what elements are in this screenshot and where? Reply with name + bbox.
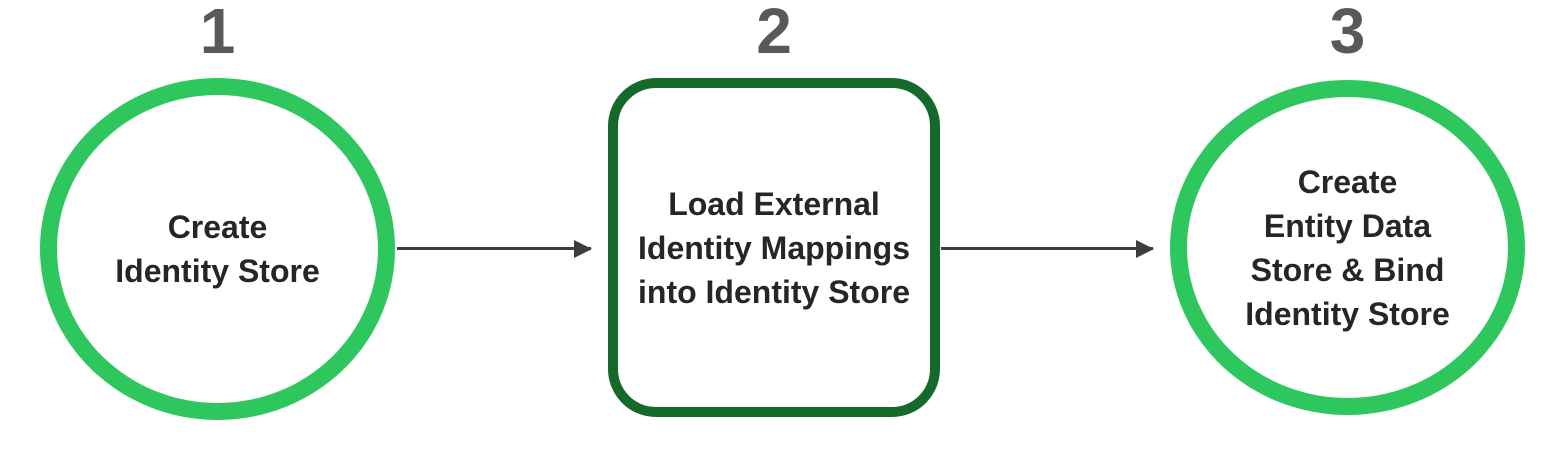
step-2-box: Load External Identity Mappings into Ide… xyxy=(608,78,940,417)
arrow-right-icon xyxy=(397,247,591,250)
step-3-label: Create Entity Data Store & Bind Identity… xyxy=(1245,163,1450,332)
step-3-number: 3 xyxy=(1329,0,1366,67)
step-1-number: 1 xyxy=(199,0,236,67)
step-3-circle: Create Entity Data Store & Bind Identity… xyxy=(1170,80,1525,415)
arrow-right-icon xyxy=(941,247,1153,250)
step-2-number: 2 xyxy=(756,0,792,67)
step-1-circle: Create Identity Store xyxy=(40,78,395,420)
step-2-label: Load External Identity Mappings into Ide… xyxy=(638,185,910,310)
step-1-label: Create Identity Store xyxy=(115,209,320,289)
